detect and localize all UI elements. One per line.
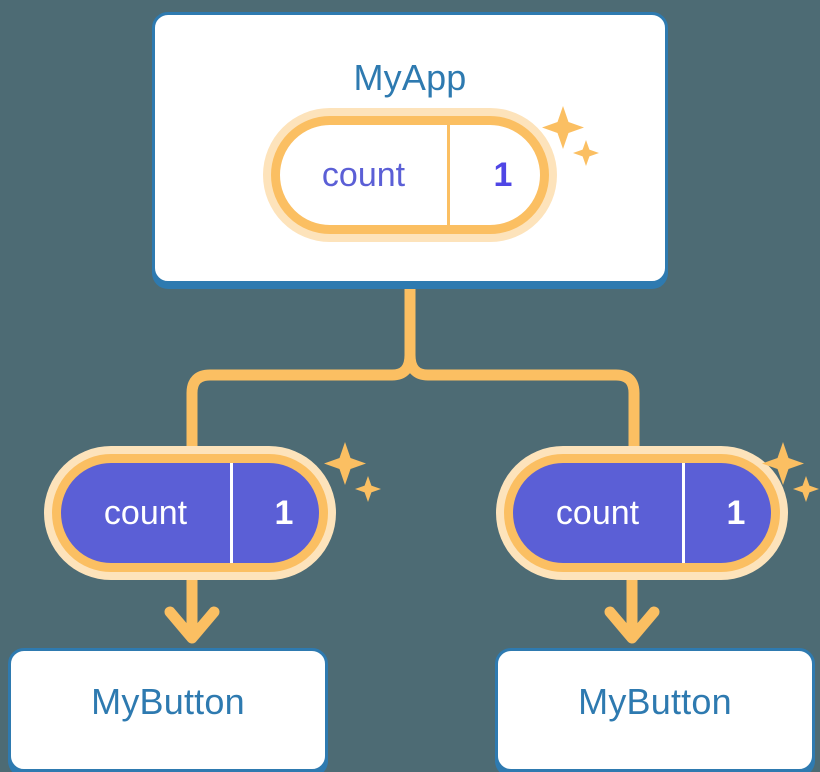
component-card-mybutton-right[interactable]: MyButton bbox=[495, 648, 815, 772]
state-pill-left[interactable]: count 1 bbox=[44, 446, 336, 580]
state-key-label: count bbox=[61, 463, 233, 563]
component-title-mybutton: MyButton bbox=[578, 681, 732, 722]
state-pill-ring: count 1 bbox=[504, 454, 780, 572]
connector-tree-path-right bbox=[404, 349, 640, 458]
state-value-label: 1 bbox=[274, 493, 294, 532]
state-pill-ring: count 1 bbox=[271, 116, 549, 234]
connector-tree-path bbox=[186, 280, 416, 458]
state-key-label: count bbox=[513, 463, 685, 563]
arrow-down-icon-left bbox=[164, 578, 220, 644]
sparkle-icon-small bbox=[355, 476, 381, 502]
component-title-myapp: MyApp bbox=[353, 57, 467, 98]
arrow-down-icon-right bbox=[604, 578, 660, 644]
component-card-mybutton-left[interactable]: MyButton bbox=[8, 648, 328, 772]
state-pill-right[interactable]: count 1 bbox=[496, 446, 788, 580]
sparkle-icon-small bbox=[793, 476, 819, 502]
component-title-mybutton: MyButton bbox=[91, 681, 245, 722]
state-pill-ring: count 1 bbox=[52, 454, 328, 572]
state-value-label: 1 bbox=[493, 155, 513, 194]
state-value-label: 1 bbox=[726, 493, 746, 532]
state-pill-myapp[interactable]: count 1 bbox=[263, 108, 557, 242]
sparkle-icon-large bbox=[324, 442, 366, 485]
state-key-label: count bbox=[280, 125, 450, 225]
